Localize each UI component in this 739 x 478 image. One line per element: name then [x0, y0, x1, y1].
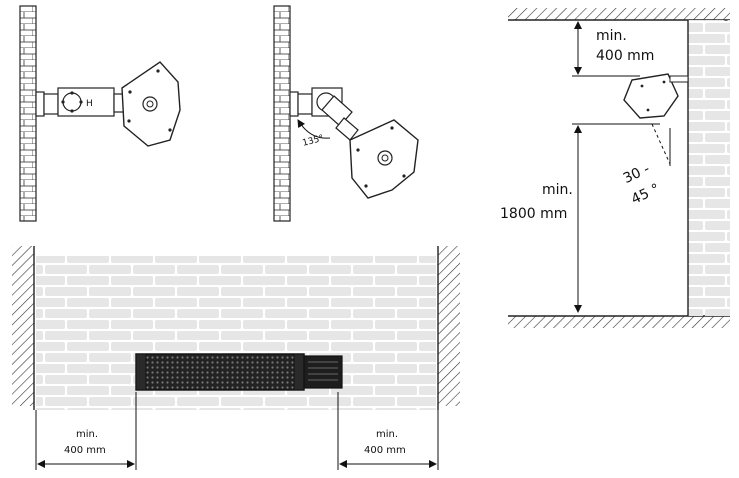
tilt-range-line2: 45 °	[629, 181, 662, 208]
pivot-gear	[62, 92, 82, 112]
bracket-tilted-view: 135°	[273, 5, 419, 222]
angle-arc	[297, 119, 331, 139]
ceiling-clearance-min: min.	[596, 28, 627, 44]
clearance-front-view: min. 400 mm min. 400 mm	[12, 246, 460, 470]
wall-section	[19, 5, 37, 222]
tilt-guide	[651, 123, 671, 165]
right-clearance-value: 400 mm	[364, 445, 406, 456]
floor	[508, 316, 730, 328]
mounted-heater	[623, 73, 679, 119]
left-clearance-min: min.	[76, 429, 98, 440]
wall-section	[273, 5, 291, 222]
bracket-straight-view: H	[19, 5, 181, 222]
tilt-range-line1: 30 -	[621, 161, 653, 187]
ceiling	[508, 8, 730, 20]
right-wall	[438, 246, 460, 406]
left-wall	[12, 246, 34, 406]
svg-text:H: H	[86, 99, 93, 109]
side-wall	[688, 20, 730, 316]
mounting-height-min: min.	[542, 182, 573, 198]
mounting-height-value: 1800 mm	[500, 206, 567, 222]
right-clearance-min: min.	[376, 429, 398, 440]
left-clearance-value: 400 mm	[64, 445, 106, 456]
tilt-angle-label: 135°	[301, 134, 325, 149]
heater-unit	[135, 353, 343, 391]
height-diagram: min. 400 mm min. 1800 mm 30 - 45 °	[500, 8, 730, 328]
ceiling-clearance-value: 400 mm	[596, 48, 654, 64]
